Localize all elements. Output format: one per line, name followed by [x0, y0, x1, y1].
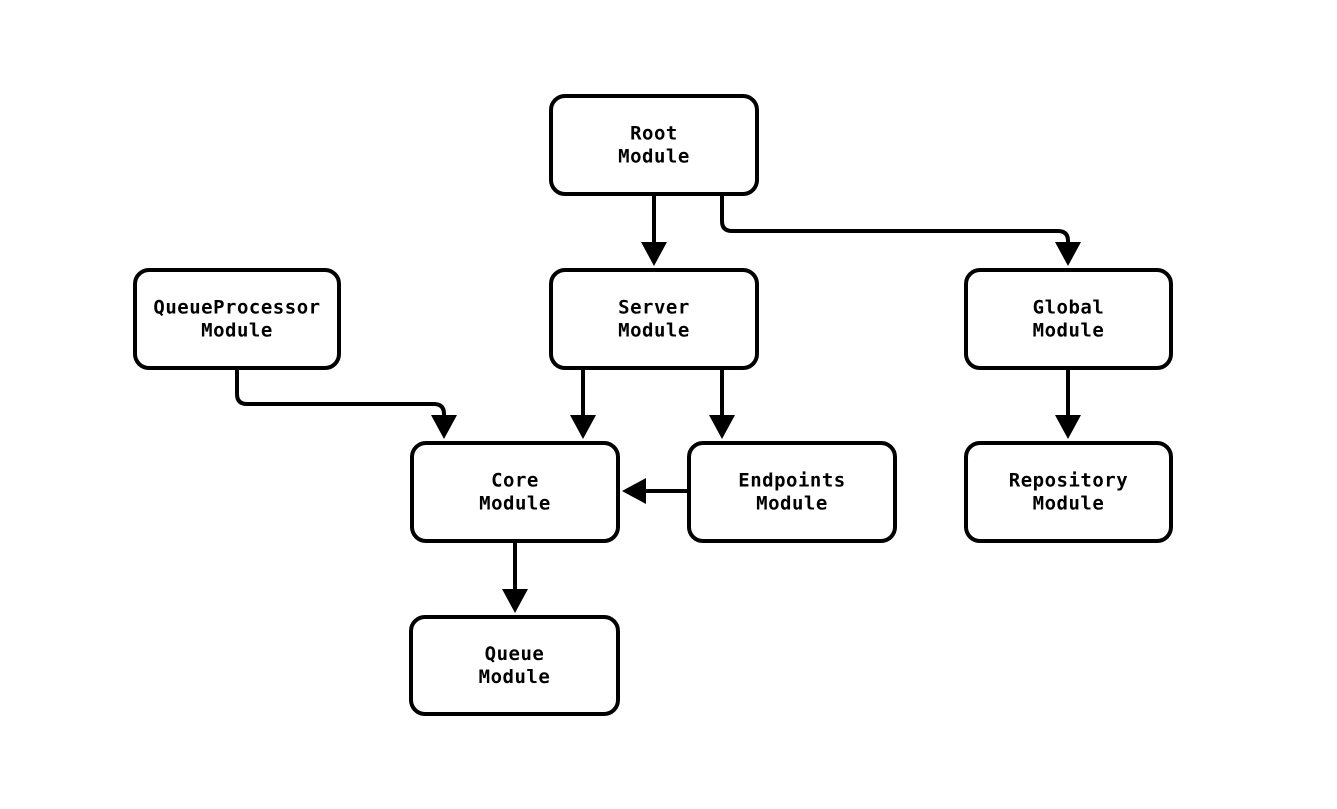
node-label-line1: QueueProcessor	[153, 297, 320, 319]
node-label-line2: Module	[618, 320, 690, 342]
node-box[interactable]	[549, 94, 759, 196]
arrowhead-icon	[1055, 242, 1081, 266]
node-label-line1: Repository	[1009, 470, 1128, 492]
edge-root-to-global	[720, 196, 1081, 266]
node-box[interactable]	[410, 441, 620, 543]
node-label-line1: Global	[1033, 297, 1105, 319]
node-label-line2: Module	[201, 320, 273, 342]
node-box[interactable]	[549, 268, 759, 370]
arrowhead-icon	[622, 478, 646, 504]
edge-global-to-repository	[1055, 370, 1081, 439]
node-label-line1: Queue	[485, 643, 545, 665]
arrowhead-icon	[502, 589, 528, 613]
edge-endpoints-to-core	[622, 478, 687, 504]
edge-root-to-server	[641, 196, 667, 266]
arrowhead-icon	[641, 242, 667, 266]
node-label-line1: Root	[630, 123, 678, 145]
arrowhead-icon	[1055, 415, 1081, 439]
node-box[interactable]	[964, 268, 1173, 370]
node-label-line1: Server	[618, 297, 690, 319]
node-label-line2: Module	[618, 146, 690, 168]
node-box[interactable]	[964, 441, 1173, 543]
node-label-line2: Module	[479, 666, 551, 688]
node-label-line2: Module	[756, 493, 828, 515]
edge-server-to-endpoints	[709, 370, 735, 439]
node-box[interactable]	[409, 615, 620, 716]
node-label-line2: Module	[479, 493, 551, 515]
edge-line	[235, 370, 446, 416]
edge-server-to-core	[570, 370, 596, 439]
arrowhead-icon	[570, 415, 596, 439]
arrowhead-icon	[431, 415, 457, 439]
node-label-line2: Module	[1033, 320, 1105, 342]
nodes-layer: RootModuleQueueProcessorModuleServerModu…	[133, 94, 1173, 716]
node-label-line1: Endpoints	[738, 470, 845, 492]
edge-queueprocessor-to-core	[235, 370, 457, 439]
node-box[interactable]	[687, 441, 897, 543]
node-label-line2: Module	[1033, 493, 1105, 515]
node-label-line1: Core	[491, 470, 539, 492]
edge-core-to-queue	[502, 543, 528, 613]
node-box[interactable]	[133, 268, 341, 370]
edges-layer	[235, 196, 1081, 613]
edge-line	[720, 196, 1070, 243]
arrowhead-icon	[709, 415, 735, 439]
